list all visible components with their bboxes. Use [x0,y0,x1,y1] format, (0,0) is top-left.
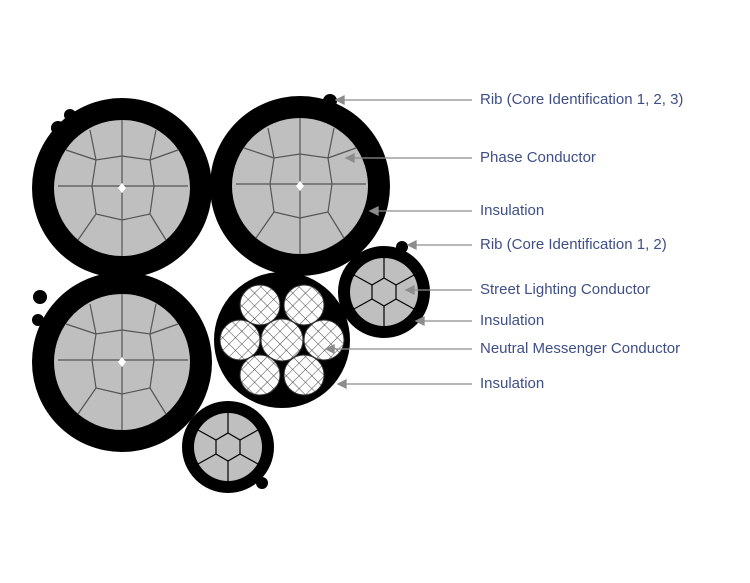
neutral-messenger-core [214,272,350,408]
phase-core-3 [32,272,212,452]
street-lighting-core-2-conductor [194,413,262,481]
street-lighting-core-2 [182,401,274,493]
label-rib-core-identification-3: Rib (Core Identification 1, 2, 3) [480,91,684,108]
phase-core-2 [210,96,390,276]
label-phase-conductor: Phase Conductor [480,149,596,166]
label-rib-core-identification-2: Rib (Core Identification 1, 2) [480,236,667,253]
label-insulation-phase: Insulation [480,202,545,219]
street-lighting-core-1 [338,246,430,338]
label-neutral-messenger-conductor: Neutral Messenger Conductor [480,340,681,357]
label-insulation-neutral: Insulation [480,375,545,392]
street-lighting-core-1-conductor [350,258,418,326]
label-insulation-street: Insulation [480,312,545,329]
label-street-lighting-conductor: Street Lighting Conductor [480,281,651,298]
leader-lines [324,94,472,390]
phase-core-1 [32,98,212,278]
